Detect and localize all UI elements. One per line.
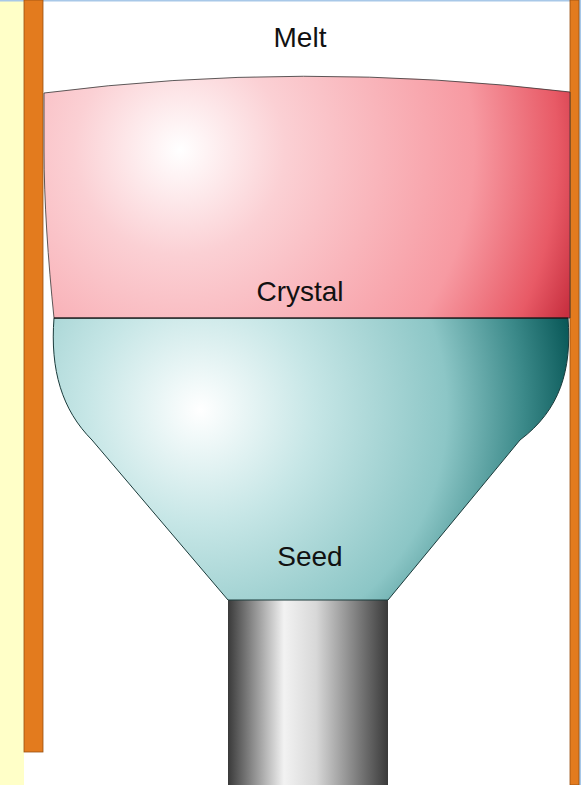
- crucible-wall: [24, 0, 43, 752]
- crucible-wall: [570, 0, 579, 785]
- crystal-body: [53, 318, 568, 600]
- crystal-label: Crystal: [256, 277, 343, 308]
- frame-line: [0, 0, 581, 2]
- seed-rod: [228, 600, 388, 785]
- side-strip: [0, 0, 24, 785]
- seed-label: Seed: [277, 542, 342, 573]
- melt-label: Melt: [274, 23, 327, 54]
- melt-body: [44, 76, 570, 318]
- growth-interface: [54, 317, 568, 318]
